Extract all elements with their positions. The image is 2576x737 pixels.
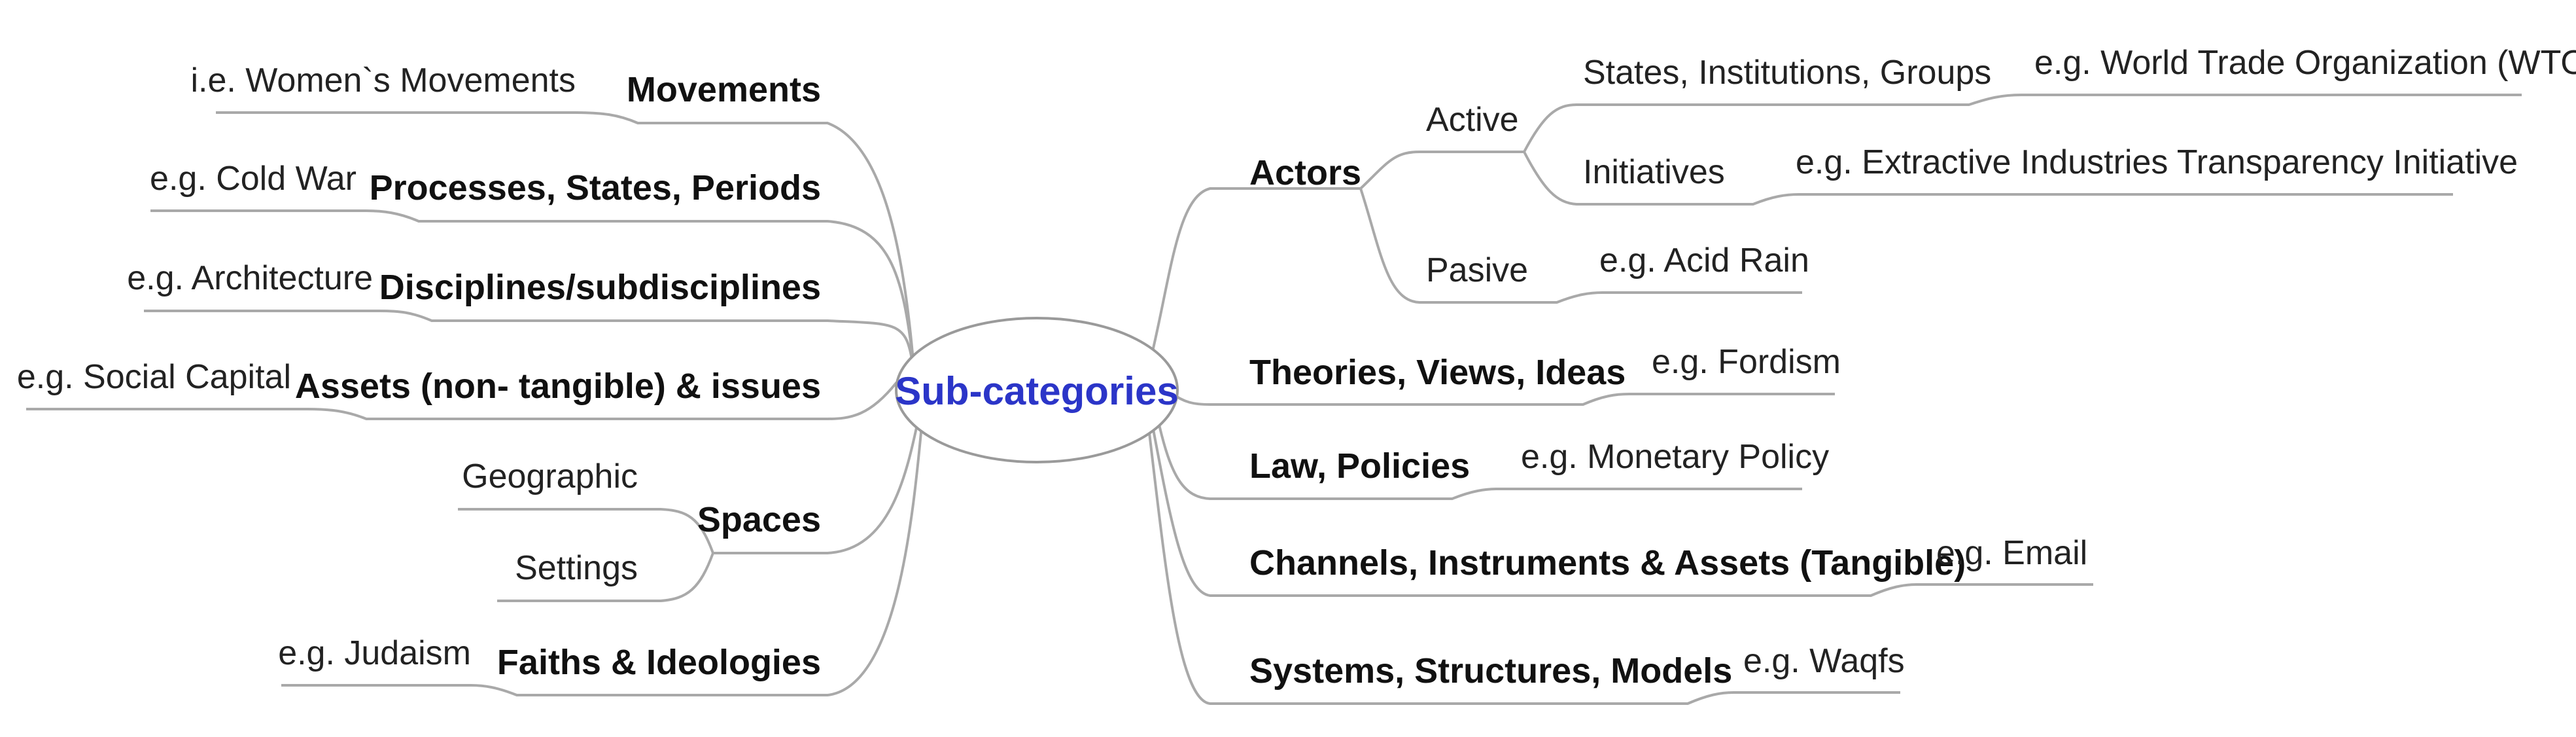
connector-movements-example xyxy=(574,111,639,124)
label-disciplines: Disciplines/subdisciplines xyxy=(379,268,821,307)
connector-pasive-example xyxy=(1556,291,1604,304)
child-spaces-settings: Settings xyxy=(515,549,638,587)
connector-initiatives xyxy=(1523,151,1578,206)
connector-movements xyxy=(826,122,914,355)
connector-law-example xyxy=(1451,488,1499,500)
label-systems: Systems, Structures, Models xyxy=(1249,651,1732,691)
connector-initiatives-example xyxy=(1752,193,1800,206)
label-pasive: Pasive xyxy=(1426,251,1528,289)
example-processes: e.g. Cold War xyxy=(150,160,357,198)
example-disciplines: e.g. Architecture xyxy=(127,259,373,297)
connector-active xyxy=(1359,151,1421,190)
center-node xyxy=(895,317,1179,463)
label-processes: Processes, States, Periods xyxy=(370,168,821,207)
connector-systems-example xyxy=(1686,691,1735,705)
connector-pasive xyxy=(1359,187,1421,304)
connector-assets-example xyxy=(306,408,368,420)
connector-processes xyxy=(826,220,914,358)
label-assets: Assets (non- tangible) & issues xyxy=(295,367,821,406)
connector-states-example xyxy=(1968,94,2023,106)
child-spaces-geographic: Geographic xyxy=(462,458,638,495)
label-channels: Channels, Instruments & Assets (Tangible… xyxy=(1249,543,1966,583)
connector-assets xyxy=(826,382,897,420)
label-faiths: Faiths & Ideologies xyxy=(497,643,821,682)
example-states: e.g. World Trade Organization (WTO) xyxy=(2034,44,2576,82)
label-theories: Theories, Views, Ideas xyxy=(1249,353,1626,392)
connector-disciplines xyxy=(826,319,914,365)
connector-spaces-settings xyxy=(659,552,714,602)
example-law: e.g. Monetary Policy xyxy=(1521,438,1829,476)
example-systems: e.g. Waqfs xyxy=(1743,642,1905,680)
connector-spaces xyxy=(826,414,920,554)
label-law: Law, Policies xyxy=(1249,446,1470,486)
center-label: Sub-categories xyxy=(895,369,1178,413)
label-actors: Actors xyxy=(1249,153,1361,192)
label-movements: Movements xyxy=(627,70,821,109)
example-movements: i.e. Women`s Movements xyxy=(190,62,576,99)
example-initiatives: e.g. Extractive Industries Transparency … xyxy=(1796,143,2518,181)
connector-faiths-example xyxy=(470,684,518,696)
connector-systems xyxy=(1147,421,1211,705)
example-assets: e.g. Social Capital xyxy=(17,358,291,396)
connector-actors xyxy=(1150,187,1211,358)
example-pasive: e.g. Acid Rain xyxy=(1599,242,1809,279)
connector-spaces-geographic xyxy=(659,508,714,554)
connector-theories-example xyxy=(1582,393,1630,406)
connector-channels-example xyxy=(1870,583,1918,597)
label-spaces: Spaces xyxy=(697,500,821,539)
example-faiths: e.g. Judaism xyxy=(278,634,471,672)
example-channels: e.g. Email xyxy=(1936,534,2087,572)
connector-channels xyxy=(1150,418,1211,597)
label-states: States, Institutions, Groups xyxy=(1583,54,1991,92)
connector-processes-example xyxy=(365,209,420,223)
connector-states xyxy=(1523,103,1578,153)
example-theories: e.g. Fordism xyxy=(1652,343,1841,381)
connector-faiths xyxy=(826,418,924,696)
label-active: Active xyxy=(1426,101,1519,139)
label-initiatives: Initiatives xyxy=(1583,153,1725,191)
connector-disciplines-example xyxy=(378,310,433,322)
connector-law xyxy=(1157,418,1211,500)
